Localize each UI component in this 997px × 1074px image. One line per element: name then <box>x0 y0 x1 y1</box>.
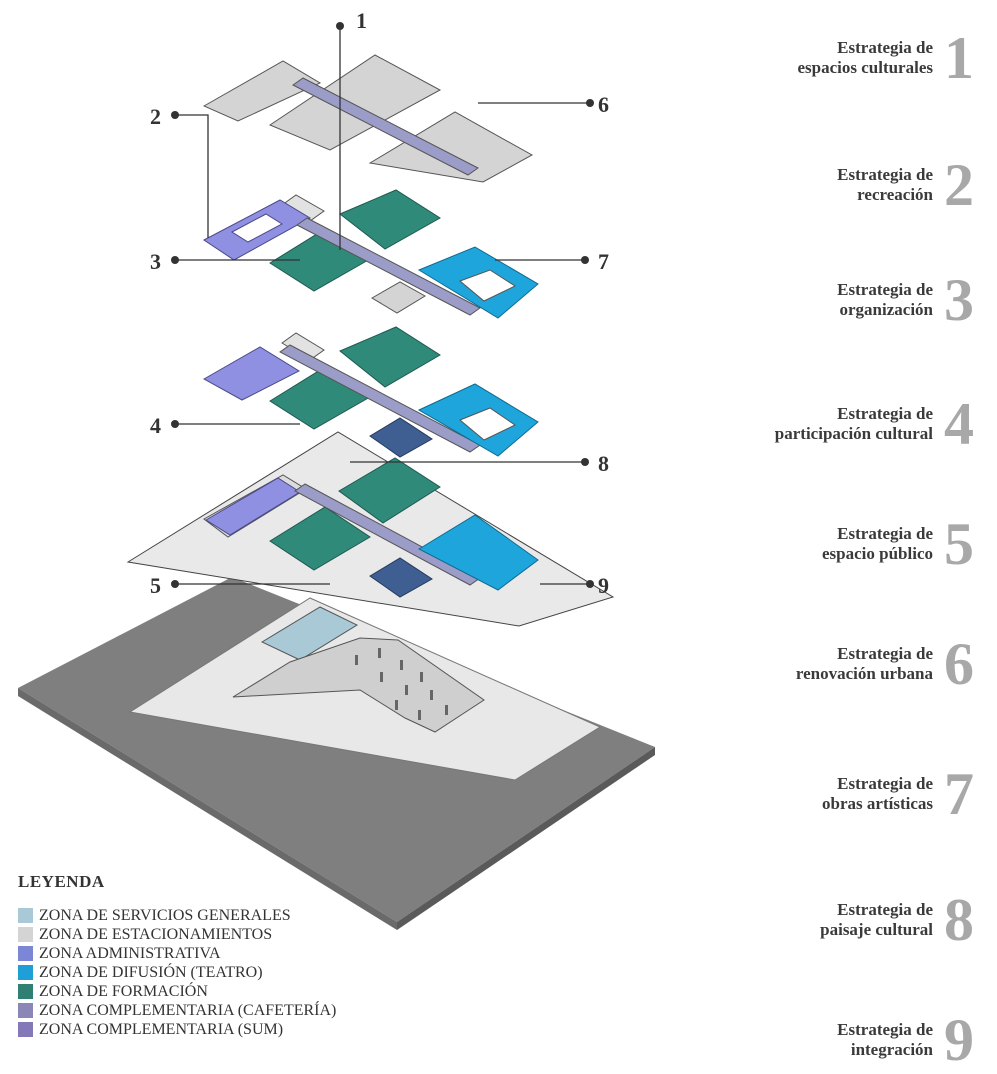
legend-item: ZONA DE DIFUSIÓN (TEATRO) <box>18 963 336 982</box>
callout-6: 6 <box>598 92 609 117</box>
plaza-level <box>126 431 615 627</box>
legend-swatch <box>18 1003 33 1018</box>
strategy-7-number: 7 <box>944 761 974 827</box>
legend-label: ZONA DE SERVICIOS GENERALES <box>39 906 291 924</box>
legend: LEYENDA ZONA DE SERVICIOS GENERALES ZONA… <box>18 872 336 1039</box>
legend-swatch <box>18 908 33 923</box>
legend-swatch <box>18 946 33 961</box>
callout-7: 7 <box>598 249 609 274</box>
callout-1: 1 <box>356 8 367 33</box>
isometric-diagram: 1 2 3 4 5 6 7 8 9 <box>18 8 655 930</box>
strategy-4-line2: participación cultural <box>774 424 933 443</box>
strategy-9-line2: integración <box>850 1040 933 1059</box>
strategy-4-number: 4 <box>944 391 974 457</box>
base-slab <box>18 577 655 930</box>
strategy-1-line2: espacios culturales <box>797 58 933 77</box>
legend-item: ZONA ADMINISTRATIVA <box>18 944 336 963</box>
strategy-9-number: 9 <box>944 1007 974 1073</box>
strategy-8-line1: Estrategia de <box>837 900 933 919</box>
strategy-7-line1: Estrategia de <box>837 774 933 793</box>
strategy-9-line1: Estrategia de <box>837 1020 933 1039</box>
strategy-1-line1: Estrategia de <box>837 38 933 57</box>
layer-1 <box>202 54 534 183</box>
legend-label: ZONA ADMINISTRATIVA <box>39 944 221 962</box>
legend-swatch <box>18 1022 33 1037</box>
strategy-3-line1: Estrategia de <box>837 280 933 299</box>
legend-label: ZONA DE FORMACIÓN <box>39 982 208 1000</box>
strategy-7-line2: obras artísticas <box>822 794 933 813</box>
strategy-6-number: 6 <box>944 631 974 697</box>
legend-label: ZONA DE DIFUSIÓN (TEATRO) <box>39 963 263 981</box>
strategy-2-line2: recreación <box>857 185 933 204</box>
callout-9: 9 <box>598 573 609 598</box>
callout-2: 2 <box>150 104 161 129</box>
strategy-8-line2: paisaje cultural <box>820 920 933 939</box>
legend-item: ZONA DE SERVICIOS GENERALES <box>18 906 336 925</box>
legend-label: ZONA COMPLEMENTARIA (SUM) <box>39 1020 284 1038</box>
layer-3 <box>202 326 539 458</box>
legend-item: ZONA DE FORMACIÓN <box>18 982 336 1001</box>
strategy-3-number: 3 <box>944 267 974 333</box>
legend-swatch <box>18 927 33 942</box>
strategy-2-number: 2 <box>944 152 974 218</box>
legend-title: LEYENDA <box>18 872 105 891</box>
strategy-3-line2: organización <box>839 300 934 319</box>
legend-swatch <box>18 965 33 980</box>
strategy-5-line2: espacio público <box>822 544 933 563</box>
legend-item: ZONA COMPLEMENTARIA (CAFETERÍA) <box>18 1001 336 1020</box>
strategy-2-line1: Estrategia de <box>837 165 933 184</box>
callout-3: 3 <box>150 249 161 274</box>
strategy-4-line1: Estrategia de <box>837 404 933 423</box>
strategy-6-line1: Estrategia de <box>837 644 933 663</box>
strategy-1-number: 1 <box>944 25 974 91</box>
callout-dots <box>171 22 594 588</box>
legend-label: ZONA DE ESTACIONAMIENTOS <box>39 925 273 943</box>
callout-8: 8 <box>598 451 609 476</box>
strategy-8-number: 8 <box>944 887 974 953</box>
strategy-6-line2: renovación urbana <box>795 664 933 683</box>
callout-lines <box>175 26 590 585</box>
callout-5: 5 <box>150 573 161 598</box>
legend-item: ZONA COMPLEMENTARIA (SUM) <box>18 1020 336 1039</box>
legend-swatch <box>18 984 33 999</box>
legend-label: ZONA COMPLEMENTARIA (CAFETERÍA) <box>39 1001 337 1019</box>
callout-4: 4 <box>150 413 161 438</box>
strategy-5-line1: Estrategia de <box>837 524 933 543</box>
strategy-5-number: 5 <box>944 511 974 577</box>
legend-item: ZONA DE ESTACIONAMIENTOS <box>18 925 336 944</box>
layer-2 <box>203 189 539 319</box>
